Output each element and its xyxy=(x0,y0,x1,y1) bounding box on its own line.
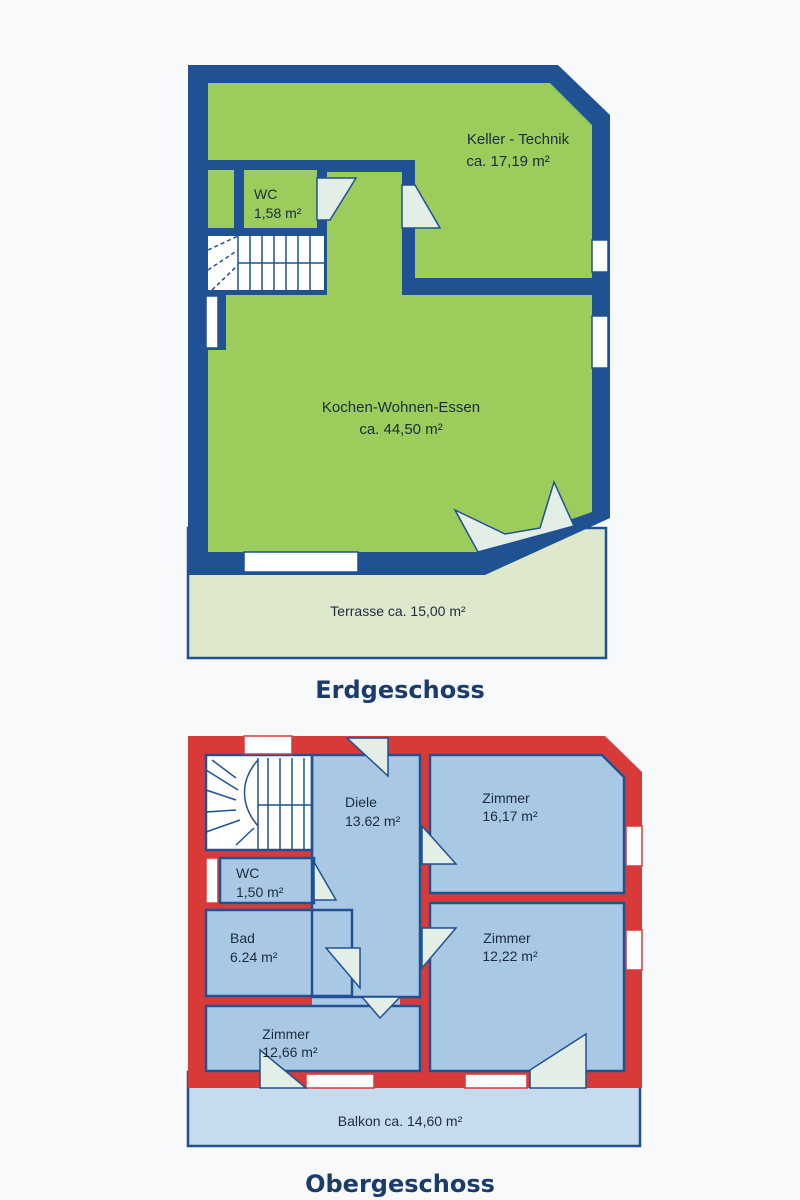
ground-window-right-upper xyxy=(591,239,609,273)
ground-stairs xyxy=(207,235,324,291)
zimmer3-name-label: Zimmer xyxy=(262,1026,310,1042)
zimmer1-room xyxy=(430,755,624,893)
zimmer1-area-label: 16,17 m² xyxy=(482,808,538,824)
bad-door xyxy=(324,947,361,991)
zimmer2-area-label: 12,22 m² xyxy=(482,948,538,964)
upper-wc-door xyxy=(313,859,338,901)
zimmer2-door xyxy=(421,927,458,971)
upper-wc-name-label: WC xyxy=(236,865,259,881)
diele-area-label: 13.62 m² xyxy=(345,813,401,829)
zimmer1-door xyxy=(421,824,458,865)
ground-wc-door xyxy=(316,177,358,221)
zimmer3-door xyxy=(360,996,402,1020)
upper-inner-walls xyxy=(204,753,626,1073)
zimmer2-name-label: Zimmer xyxy=(483,930,531,946)
upper-window-right-2 xyxy=(625,929,643,971)
keller-door xyxy=(401,184,442,229)
kwe-name-label: Kochen-Wohnen-Essen xyxy=(322,399,480,416)
balcony-label: Balkon ca. 14,60 m² xyxy=(338,1113,463,1129)
zimmer3-area-label: 12,66 m² xyxy=(262,1044,318,1060)
upper-stairs-area xyxy=(206,755,312,850)
upper-stairs xyxy=(205,758,312,850)
upper-window-top xyxy=(243,735,293,755)
ground-window-left xyxy=(205,295,219,349)
ground-wc-name-label: WC xyxy=(254,186,277,202)
upper-floor-title: Obergeschoss xyxy=(305,1170,495,1198)
keller-name-label: Keller - Technik xyxy=(467,131,570,148)
ground-floor-title: Erdgeschoss xyxy=(315,676,485,704)
kwe-area-label: ca. 44,50 m² xyxy=(359,421,442,438)
keller-area-label: ca. 17,19 m² xyxy=(466,153,549,170)
balcony-door-left xyxy=(259,1048,309,1089)
keller-room xyxy=(208,83,592,278)
terrace-label: Terrasse ca. 15,00 m² xyxy=(330,603,466,619)
diele-name-label: Diele xyxy=(345,794,377,810)
terrace-door xyxy=(453,479,576,553)
kwe-room xyxy=(208,295,592,552)
ground-storage xyxy=(208,170,234,228)
zimmer2-room xyxy=(430,903,624,1071)
upper-wc-room xyxy=(220,858,314,903)
bad-area-label: 6.24 m² xyxy=(230,949,278,965)
zimmer3-room xyxy=(206,1006,420,1071)
balcony-door-right xyxy=(529,1032,587,1089)
ground-window-bottom xyxy=(243,551,359,573)
ground-wc-area-label: 1,58 m² xyxy=(254,205,302,221)
bad-room xyxy=(206,910,352,996)
upper-wc-window xyxy=(205,857,219,904)
zimmer1-name-label: Zimmer xyxy=(482,790,530,806)
ground-floor-plan xyxy=(186,65,610,660)
upper-window-right-1 xyxy=(625,825,643,867)
ground-window-right-lower xyxy=(591,315,609,369)
upper-window-bottom-1 xyxy=(305,1073,375,1089)
upper-window-bottom-2 xyxy=(464,1073,528,1089)
ground-wc-room xyxy=(244,170,317,228)
bad-name-label: Bad xyxy=(230,930,255,946)
upper-wc-area-label: 1,50 m² xyxy=(236,884,284,900)
upper-entry-door xyxy=(345,737,389,778)
upper-floor-plan xyxy=(186,735,643,1148)
